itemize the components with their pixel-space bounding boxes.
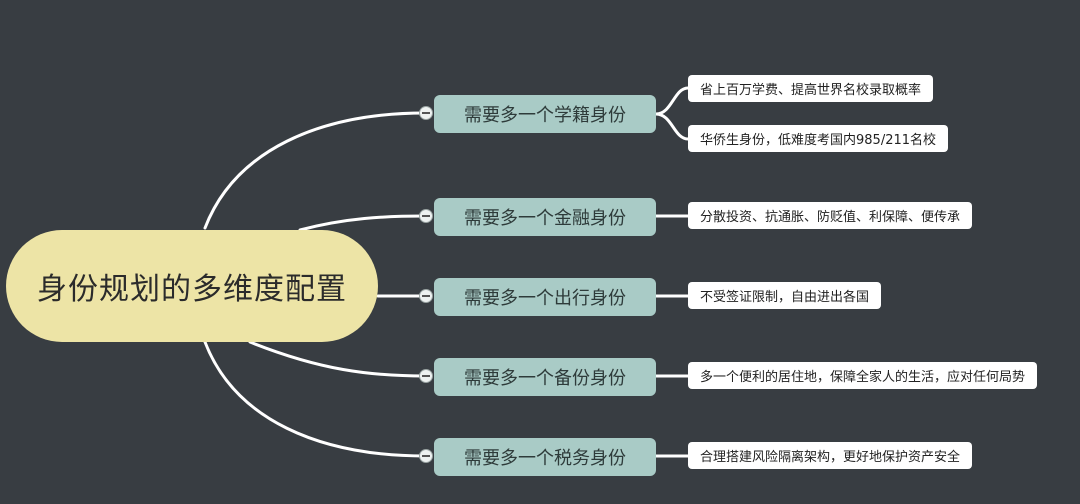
collapse-toggle-icon[interactable] [419,106,433,120]
leaf-topic[interactable]: 华侨生身份，低难度考国内985/211名校 [688,125,949,152]
connector-line [298,214,427,232]
collapse-toggle-icon[interactable] [419,449,433,463]
branch-topic-travel[interactable]: 需要多一个出行身份 [434,278,656,316]
leaf-topic[interactable]: 分散投资、抗通胀、防贬值、利保障、便传承 [688,202,973,229]
collapse-toggle-icon[interactable] [419,289,433,303]
leaf-topic[interactable]: 不受签证限制，自由进出各国 [688,282,882,309]
branch-topic-study[interactable]: 需要多一个学籍身份 [434,95,656,133]
connector-line [203,111,427,230]
leaf-topic[interactable]: 合理搭建风险隔离架构，更好地保护资产安全 [688,442,973,469]
collapse-toggle-icon[interactable] [419,369,433,383]
connector-line [654,112,690,141]
branch-topic-backup[interactable]: 需要多一个备份身份 [434,358,656,396]
leaf-topic[interactable]: 省上百万学费、提高世界名校录取概率 [688,75,934,102]
branch-topic-tax[interactable]: 需要多一个税务身份 [434,438,656,476]
connector-line [203,340,427,458]
connector-line [248,340,427,378]
connector-line [654,86,690,116]
branch-topic-finance[interactable]: 需要多一个金融身份 [434,198,656,236]
collapse-toggle-icon[interactable] [419,209,433,223]
leaf-topic[interactable]: 多一个便利的居住地，保障全家人的生活，应对任何局势 [688,362,1038,389]
root-topic[interactable]: 身份规划的多维度配置 [6,230,378,342]
